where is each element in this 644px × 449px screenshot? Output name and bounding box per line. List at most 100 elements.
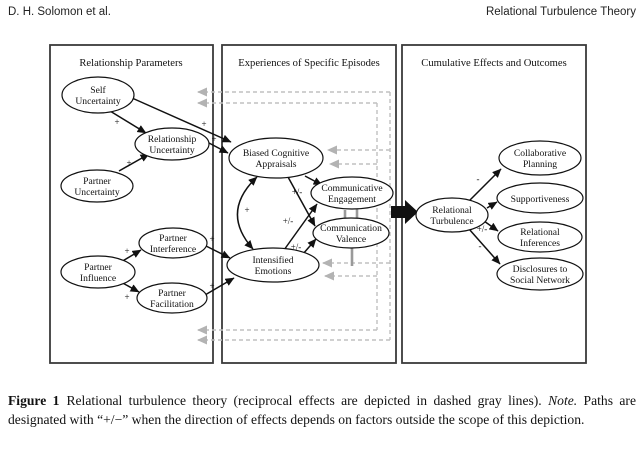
node-partner-facilitation-oval bbox=[136, 282, 208, 314]
panel-title-relationship-parameters: Relationship Parameters bbox=[79, 58, 182, 69]
node-label: Communication bbox=[320, 223, 382, 234]
node-relationship-uncertainty-oval bbox=[134, 127, 210, 161]
sign-pinf-pfac: + bbox=[124, 292, 129, 302]
big-arrow-episodes-to-turbulence bbox=[391, 200, 418, 224]
node-label: Influence bbox=[80, 273, 116, 284]
sign-pint-ie: + bbox=[209, 234, 214, 244]
sign-bca-ie: + bbox=[244, 205, 249, 215]
panel-cumulative-effects bbox=[401, 44, 587, 364]
edge-partner-to-relationship-uncertainty bbox=[118, 153, 150, 172]
edge-relationship-uncertainty-to-appraisals bbox=[208, 142, 229, 154]
node-label: Uncertainty bbox=[74, 187, 119, 198]
figure-note-label: Note. bbox=[548, 392, 578, 408]
node-supportiveness-oval bbox=[496, 182, 584, 214]
node-label: Inferences bbox=[520, 238, 560, 249]
reciprocal-dashed-network bbox=[197, 87, 391, 345]
node-label: Interference bbox=[150, 244, 196, 255]
node-relationship-uncertainty: Relationship Uncertainty bbox=[134, 127, 210, 161]
node-label: Uncertainty bbox=[149, 145, 194, 156]
node-supportiveness: Supportiveness bbox=[496, 182, 584, 214]
node-partner-influence-oval bbox=[60, 255, 136, 289]
figure-note-text: Paths are designated with “+/−” when the… bbox=[8, 392, 636, 428]
edge-emotions-to-engagement bbox=[283, 203, 318, 251]
node-communication-valence: Communication Valence bbox=[312, 217, 390, 249]
node-label: Partner bbox=[84, 262, 113, 273]
node-label: Relational bbox=[520, 227, 560, 238]
node-partner-interference-oval bbox=[138, 227, 208, 259]
panel-title-cumulative-effects: Cumulative Effects and Outcomes bbox=[421, 58, 566, 69]
figure-caption-text: Relational turbulence theory (reciprocal… bbox=[66, 392, 542, 408]
node-label: Communicative bbox=[321, 183, 382, 194]
node-label: Engagement bbox=[328, 194, 376, 205]
node-label: Valence bbox=[336, 234, 366, 245]
panel-experiences-episodes bbox=[221, 44, 397, 364]
node-self-uncertainty-oval bbox=[61, 76, 135, 114]
node-relational-inferences-oval bbox=[497, 221, 583, 253]
node-label: Partner bbox=[159, 233, 188, 244]
running-head-title: Relational Turbulence Theory bbox=[485, 6, 636, 18]
node-relational-inferences: Relational Inferences bbox=[497, 221, 583, 253]
node-collaborative-planning-oval bbox=[498, 140, 582, 176]
edge-turbulence-to-inferences bbox=[483, 220, 499, 232]
node-label: Disclosures to bbox=[513, 264, 568, 275]
node-relational-turbulence-oval bbox=[415, 197, 489, 233]
node-label: Turbulence bbox=[430, 216, 473, 227]
effect-paths bbox=[109, 97, 502, 296]
node-label: Supportiveness bbox=[511, 194, 570, 205]
sign-su-bca: + bbox=[201, 119, 206, 129]
edge-self-to-relationship-uncertainty bbox=[109, 110, 147, 134]
node-partner-influence: Partner Influence bbox=[60, 255, 136, 289]
node-label: Partner bbox=[83, 176, 112, 187]
sign-pu-ru: + bbox=[126, 158, 131, 168]
node-label: Intensified bbox=[252, 255, 293, 266]
node-intensified-emotions-oval bbox=[226, 247, 320, 283]
edge-self-uncertainty-to-appraisals bbox=[131, 97, 232, 143]
node-label: Relationship bbox=[148, 134, 197, 145]
sign-rt-ri: +/- bbox=[477, 224, 488, 234]
edge-appraisals-emotions-reciprocal bbox=[236, 176, 258, 250]
node-biased-cognitive-appraisals-oval bbox=[228, 137, 324, 179]
edge-turbulence-to-supportiveness bbox=[486, 201, 498, 210]
node-intensified-emotions: Intensified Emotions bbox=[226, 247, 320, 283]
sign-pfac-ie: + bbox=[209, 281, 214, 291]
node-partner-facilitation: Partner Facilitation bbox=[136, 282, 208, 314]
sign-rt-cp: - bbox=[477, 174, 480, 184]
node-label: Uncertainty bbox=[75, 96, 120, 107]
running-head-author: D. H. Solomon et al. bbox=[8, 6, 111, 18]
edge-turbulence-to-planning bbox=[467, 168, 502, 203]
figure-caption: Figure 1 Relational turbulence theory (re… bbox=[8, 391, 636, 431]
edge-appraisals-to-valence bbox=[287, 176, 316, 227]
node-communication-valence-oval bbox=[312, 217, 390, 249]
node-label: Relational bbox=[432, 205, 472, 216]
edge-interference-to-emotions bbox=[205, 245, 231, 259]
node-label: Appraisals bbox=[255, 159, 296, 170]
node-communicative-engagement: Communicative Engagement bbox=[310, 176, 394, 210]
panel-title-experiences-episodes: Experiences of Specific Episodes bbox=[238, 58, 380, 69]
node-collaborative-planning: Collaborative Planning bbox=[498, 140, 582, 176]
sign-pinf-pint: + bbox=[124, 246, 129, 256]
node-label: Social Network bbox=[510, 275, 570, 286]
node-disclosures-social-network-oval bbox=[496, 257, 584, 291]
node-partner-uncertainty-oval bbox=[60, 169, 134, 203]
sign-bca-cv: +/- bbox=[292, 187, 303, 197]
running-head: D. H. Solomon et al. Relational Turbulen… bbox=[8, 6, 636, 18]
node-partner-uncertainty: Partner Uncertainty bbox=[60, 169, 134, 203]
node-label: Collaborative bbox=[514, 148, 566, 159]
node-self-uncertainty: Self Uncertainty bbox=[61, 76, 135, 114]
node-biased-cognitive-appraisals: Biased Cognitive Appraisals bbox=[228, 137, 324, 179]
edge-emotions-to-valence bbox=[302, 238, 317, 255]
edge-turbulence-to-disclosures bbox=[468, 228, 501, 265]
sign-rt-dsn: - bbox=[479, 241, 482, 251]
sign-su-ru: + bbox=[114, 117, 119, 127]
node-relational-turbulence: Relational Turbulence bbox=[415, 197, 489, 233]
figure-number-label: Figure 1 bbox=[8, 392, 60, 408]
node-disclosures-social-network: Disclosures to Social Network bbox=[496, 257, 584, 291]
node-partner-interference: Partner Interference bbox=[138, 227, 208, 259]
panel-relationship-parameters bbox=[49, 44, 214, 364]
edge-influence-to-interference bbox=[120, 249, 142, 263]
node-label: Partner bbox=[158, 288, 187, 299]
node-label: Biased Cognitive bbox=[243, 148, 309, 159]
sign-ru-bca: + bbox=[211, 134, 216, 144]
